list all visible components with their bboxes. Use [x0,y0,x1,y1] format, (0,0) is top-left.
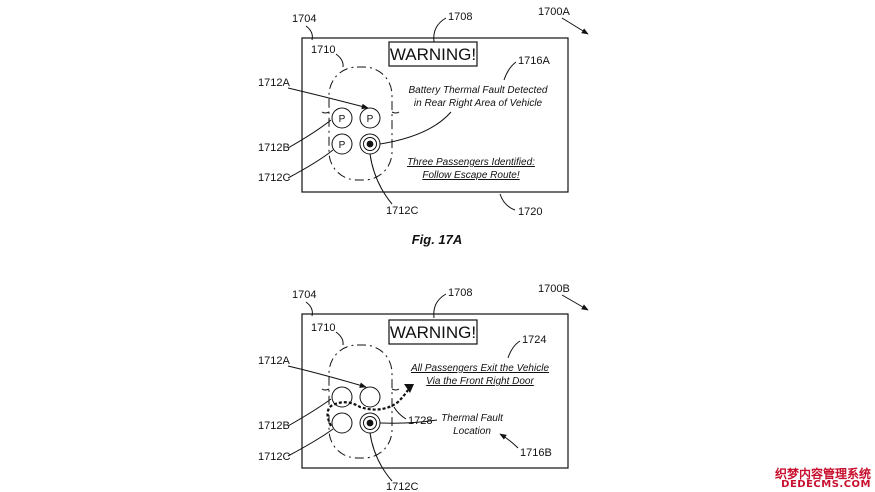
ref-label-1708b: 1708 [448,287,472,299]
fault-target-ring-a [363,137,377,151]
ref-label-1724: 1724 [522,334,546,346]
fault-location-line1-b: Thermal Fault [441,413,504,424]
site-watermark: 织梦内容管理系统 DEDECMS.COM [775,468,871,490]
mirror-left-b [321,388,330,391]
leader-1708a [433,17,447,43]
ref-label-1700a: 1700A [538,6,570,18]
ref-label-1712c-b: 1712C [258,451,290,463]
vehicle-outline-a [328,66,393,181]
leader-1720 [499,193,516,211]
route-message-line1-a: Three Passengers Identified: [407,157,535,168]
seat-passenger-icon: P [367,114,374,125]
seat-front-right-a [359,107,381,129]
ref-label-1716b: 1716B [520,447,552,459]
escape-route-path [326,389,409,427]
fault-pointer-a [379,111,452,145]
leader-1712a-a [287,87,369,110]
leader-1712c-left-a [287,149,334,179]
ref-label-1704a: 1704 [292,13,316,25]
warning-box-b [388,319,478,345]
ref-label-1712c-a: 1712C [258,172,290,184]
watermark-line1: 织梦内容管理系统 [774,467,871,481]
fault-target-ring-b [363,416,377,430]
seat-passenger-icon: P [339,140,346,151]
leader-1704a [305,25,313,41]
warning-box-a [388,41,478,67]
leader-1724 [507,340,521,359]
leader-1712c-bottom-a [369,153,393,205]
fault-pointer-b [379,419,438,424]
seat-front-right-b [359,386,381,408]
leader-1704b [305,301,313,317]
seat-rear-left-a [331,133,353,155]
mirror-left-a [321,111,330,114]
leader-1708b [433,293,447,319]
ref-label-1712b-a: 1712B [258,142,290,154]
leader-1712b-b [287,398,332,427]
leader-1728 [393,406,407,420]
ref-label-1700b: 1700B [538,283,570,295]
ref-label-1712a-a: 1712A [258,77,290,89]
ref-label-1710a: 1710 [311,44,335,56]
seat-passenger-icon: P [339,114,346,125]
ref-label-1704b: 1704 [292,289,316,301]
route-message-line2-a: Follow Escape Route! [422,170,519,181]
figure-caption-17a: Fig. 17A [412,232,463,247]
figure-17b: 1700B 1704 1708 WARNING! 1710 1712A 1712… [258,283,589,492]
figure-17a: 1700A 1704 1708 WARNING! 1710 P P P 1712… [258,6,589,247]
ref-label-1712b-b: 1712B [258,420,290,432]
leader-1712c-left-b [287,428,334,457]
fault-message-line2-a: in Rear Right Area of Vehicle [414,98,543,109]
leader-1700b [561,294,589,311]
fault-target-dot-a [366,140,374,148]
ref-label-1720: 1720 [518,206,542,218]
escape-route-arrowhead [404,384,414,393]
leader-1716b [499,433,519,449]
leader-1710b [335,331,344,346]
seat-rear-left-b [331,412,353,434]
watermark-line2: DEDECMS.COM [781,479,871,490]
leader-1712a-b [287,365,367,388]
leader-1710a [335,53,344,68]
mirror-right-b [391,388,400,391]
fault-location-line2-b: Location [453,426,491,437]
ref-label-1716a: 1716A [518,55,550,67]
ref-label-1712a-b: 1712A [258,355,290,367]
leader-1712c-bottom-b [369,432,393,482]
ref-label-1710b: 1710 [311,322,335,334]
mirror-right-a [391,111,400,114]
ref-label-1708a: 1708 [448,11,472,23]
leader-1716a [503,61,517,81]
ref-label-1712c-bottom-a: 1712C [386,205,418,217]
leader-1700a [561,17,589,35]
ref-label-1728: 1728 [408,415,432,427]
warning-title-a: WARNING! [390,45,476,64]
seat-front-left-a [331,107,353,129]
fault-target-dot-b [366,419,374,427]
leader-1712b-a [287,119,332,149]
exit-message-line1: All Passengers Exit the Vehicle [410,363,549,374]
seat-front-left-b [331,386,353,408]
vehicle-outline-b [328,344,393,459]
ref-label-1712c-bottom-b: 1712C [386,481,418,492]
warning-title-b: WARNING! [390,323,476,342]
fault-message-line1-a: Battery Thermal Fault Detected [409,85,548,96]
exit-message-line2: Via the Front Right Door [426,376,534,387]
